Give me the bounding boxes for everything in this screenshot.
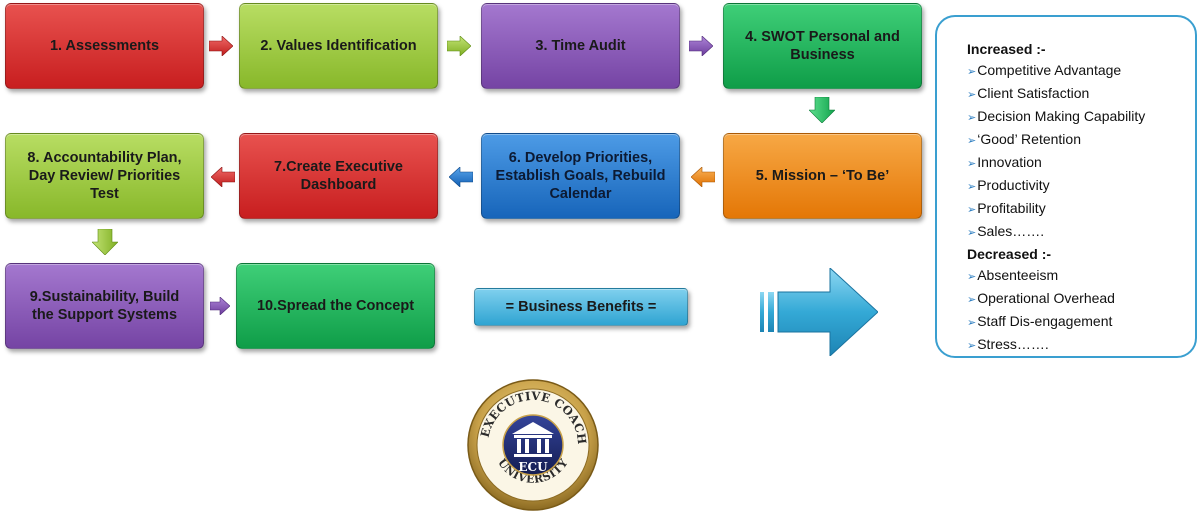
- arrow-down-icon: [809, 97, 835, 123]
- svg-text:ECU: ECU: [518, 460, 548, 474]
- list-item: ➢Sales…….: [967, 223, 1045, 239]
- arrow-bullet-icon: ➢: [967, 294, 977, 306]
- step-8-accountability-plan: 8. Accountability Plan, Day Review/ Prio…: [5, 133, 204, 219]
- arrow-bullet-icon: ➢: [967, 227, 977, 239]
- list-item: ➢Operational Overhead: [967, 290, 1115, 306]
- arrow-bullet-icon: ➢: [967, 271, 977, 283]
- arrow-bullet-icon: ➢: [967, 340, 977, 352]
- step-2-values-identification: 2. Values Identification: [239, 3, 438, 89]
- arrow-bullet-icon: ➢: [967, 317, 977, 329]
- university-seal-logo: THE EXECUTIVE COACHING UNIVERSITY ECU: [466, 378, 599, 511]
- list-item: ➢‘Good’ Retention: [967, 131, 1081, 147]
- arrow-left-icon: [211, 167, 235, 187]
- step-9-sustainability: 9.Sustainability, Build the Support Syst…: [5, 263, 204, 349]
- arrow-bullet-icon: ➢: [967, 89, 977, 101]
- list-item: ➢Profitability: [967, 200, 1046, 216]
- step-7-executive-dashboard: 7.Create Executive Dashboard: [239, 133, 438, 219]
- arrow-left-icon: [449, 167, 473, 187]
- list-item: ➢Innovation: [967, 154, 1042, 170]
- arrow-right-icon: [209, 36, 233, 56]
- arrow-bullet-icon: ➢: [967, 66, 977, 78]
- list-item: ➢Staff Dis-engagement: [967, 313, 1113, 329]
- list-item: ➢Stress…….: [967, 336, 1049, 352]
- arrow-right-icon: [689, 36, 713, 56]
- step-3-time-audit: 3. Time Audit: [481, 3, 680, 89]
- big-arrow-right-icon: [760, 268, 878, 356]
- increased-title: Increased :-: [967, 41, 1046, 57]
- decreased-title: Decreased :-: [967, 246, 1052, 262]
- step-5-mission: 5. Mission – ‘To Be’: [723, 133, 922, 219]
- arrow-bullet-icon: ➢: [967, 204, 977, 216]
- arrow-right-icon: [447, 36, 471, 56]
- step-10-spread-concept: 10.Spread the Concept: [236, 263, 435, 349]
- list-item: ➢Decision Making Capability: [967, 108, 1146, 124]
- list-item: ➢Competitive Advantage: [967, 62, 1122, 78]
- list-item: ➢Absenteeism: [967, 267, 1059, 283]
- business-benefits-box: = Business Benefits =: [474, 288, 688, 326]
- arrow-bullet-icon: ➢: [967, 112, 977, 124]
- list-item: ➢Productivity: [967, 177, 1050, 193]
- benefits-list-panel: Increased :- ➢Competitive Advantage ➢Cli…: [935, 15, 1197, 358]
- arrow-right-icon: [210, 297, 230, 315]
- step-4-swot: 4. SWOT Personal and Business: [723, 3, 922, 89]
- step-1-assessments: 1. Assessments: [5, 3, 204, 89]
- arrow-bullet-icon: ➢: [967, 158, 977, 170]
- list-item: ➢Client Satisfaction: [967, 85, 1090, 101]
- arrow-bullet-icon: ➢: [967, 181, 977, 193]
- step-6-develop-priorities: 6. Develop Priorities, Establish Goals, …: [481, 133, 680, 219]
- arrow-bullet-icon: ➢: [967, 135, 977, 147]
- arrow-left-icon: [691, 167, 715, 187]
- arrow-down-icon: [92, 229, 118, 255]
